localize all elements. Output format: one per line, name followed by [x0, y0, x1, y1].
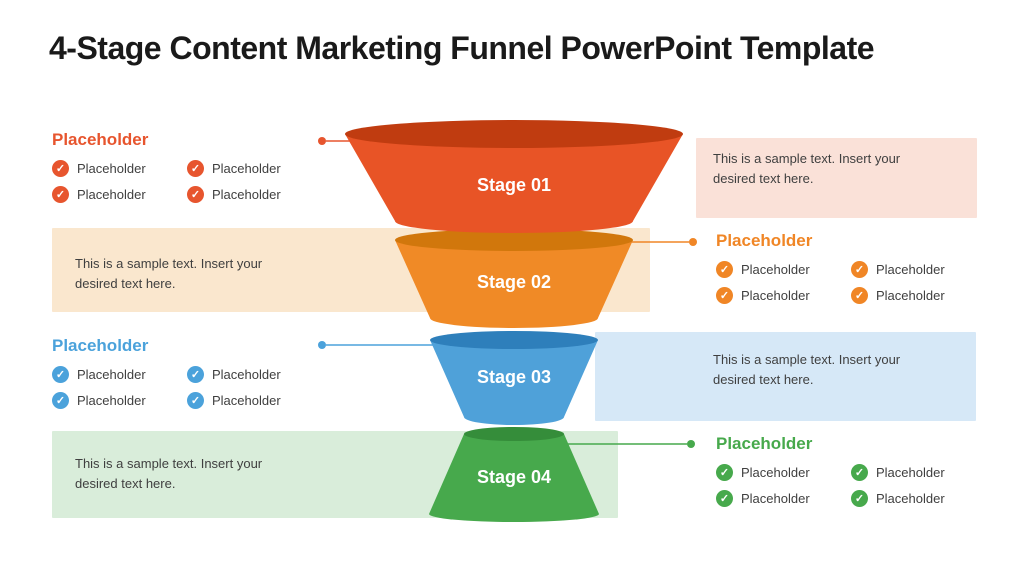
- funnel-stage-1-top-ellipse: [345, 120, 683, 148]
- stage-04-body-text: This is a sample text. Insert your desir…: [75, 456, 263, 492]
- stage-02-items: ✓ Placeholder ✓ Placeholder ✓ Placeholder ✓…: [716, 261, 986, 305]
- page-title: 4-Stage Content Marketing Funnel PowerPo…: [49, 30, 875, 66]
- stage-02-body-text: This is a sample text. Insert your desir…: [75, 256, 263, 292]
- item-label: Placeholder: [212, 393, 281, 409]
- funnel-stage-3-top-ellipse: [430, 331, 598, 349]
- funnel-stage-02-label: Stage 02: [476, 272, 552, 292]
- stage-03-band: [595, 332, 976, 421]
- item-label: Placeholder: [212, 161, 281, 177]
- check-icon: ✓: [187, 366, 204, 384]
- stage-03-body-text: This is a sample text. Insert your desir…: [713, 352, 901, 388]
- stage-01-heading: Placeholder: [52, 130, 149, 149]
- check-icon: ✓: [52, 160, 69, 178]
- check-icon: ✓: [716, 464, 733, 482]
- funnel-stage-03-label: Stage 03: [476, 367, 552, 387]
- item-label: Placeholder: [212, 367, 281, 383]
- stage-04-placeholder-group: Placeholder ✓ Placeholder ✓ Placeholder ✓ P…: [716, 434, 986, 508]
- check-icon: ✓: [187, 160, 204, 178]
- list-item: ✓ Placeholder: [187, 366, 322, 384]
- connector-dot-4: [687, 440, 695, 448]
- item-label: Placeholder: [741, 491, 810, 507]
- item-label: Placeholder: [212, 187, 281, 203]
- list-item: ✓ Placeholder: [52, 160, 187, 178]
- item-label: Placeholder: [77, 161, 146, 177]
- item-label: Placeholder: [77, 187, 146, 203]
- stage-01-placeholder-group: Placeholder ✓ Placeholder ✓ Placeholder ✓ P…: [52, 130, 322, 204]
- stage-01-items: ✓ Placeholder ✓ Placeholder ✓ Placeholder ✓…: [52, 160, 322, 204]
- list-item: ✓ Placeholder: [716, 261, 851, 279]
- check-icon: ✓: [851, 490, 868, 508]
- stage-03-items: ✓ Placeholder ✓ Placeholder ✓ Placeholder ✓…: [52, 366, 322, 410]
- item-label: Placeholder: [876, 262, 945, 278]
- stage-02-placeholder-group: Placeholder ✓ Placeholder ✓ Placeholder ✓ P…: [716, 231, 986, 305]
- stage-01-body-text: This is a sample text. Insert your desir…: [713, 151, 901, 187]
- connector-dot-2: [689, 238, 697, 246]
- list-item: ✓ Placeholder: [716, 287, 851, 305]
- list-item: ✓ Placeholder: [851, 464, 986, 482]
- check-icon: ✓: [851, 261, 868, 279]
- funnel-stage-01-label: Stage 01: [476, 175, 552, 195]
- check-icon: ✓: [187, 392, 204, 410]
- check-icon: ✓: [716, 490, 733, 508]
- check-icon: ✓: [187, 186, 204, 204]
- list-item: ✓ Placeholder: [52, 366, 187, 384]
- list-item: ✓ Placeholder: [851, 490, 986, 508]
- check-icon: ✓: [716, 287, 733, 305]
- item-label: Placeholder: [77, 367, 146, 383]
- stage-03-heading: Placeholder: [52, 336, 149, 355]
- list-item: ✓ Placeholder: [716, 490, 851, 508]
- funnel-stage-04-label: Stage 04: [476, 467, 552, 487]
- list-item: ✓ Placeholder: [187, 186, 322, 204]
- check-icon: ✓: [851, 287, 868, 305]
- item-label: Placeholder: [876, 491, 945, 507]
- list-item: ✓ Placeholder: [187, 160, 322, 178]
- list-item: ✓ Placeholder: [851, 287, 986, 305]
- item-label: Placeholder: [77, 393, 146, 409]
- list-item: ✓ Placeholder: [52, 392, 187, 410]
- item-label: Placeholder: [876, 465, 945, 481]
- stage-01-band: [696, 138, 977, 218]
- check-icon: ✓: [52, 186, 69, 204]
- stage-03-placeholder-group: Placeholder ✓ Placeholder ✓ Placeholder ✓ P…: [52, 336, 322, 410]
- check-icon: ✓: [52, 392, 69, 410]
- item-label: Placeholder: [741, 262, 810, 278]
- item-label: Placeholder: [741, 465, 810, 481]
- check-icon: ✓: [716, 261, 733, 279]
- list-item: ✓ Placeholder: [187, 392, 322, 410]
- check-icon: ✓: [851, 464, 868, 482]
- item-label: Placeholder: [876, 288, 945, 304]
- list-item: ✓ Placeholder: [716, 464, 851, 482]
- stage-02-heading: Placeholder: [716, 231, 813, 250]
- list-item: ✓ Placeholder: [851, 261, 986, 279]
- check-icon: ✓: [52, 366, 69, 384]
- list-item: ✓ Placeholder: [52, 186, 187, 204]
- stage-04-items: ✓ Placeholder ✓ Placeholder ✓ Placeholder ✓…: [716, 464, 986, 508]
- item-label: Placeholder: [741, 288, 810, 304]
- stage-04-heading: Placeholder: [716, 434, 813, 453]
